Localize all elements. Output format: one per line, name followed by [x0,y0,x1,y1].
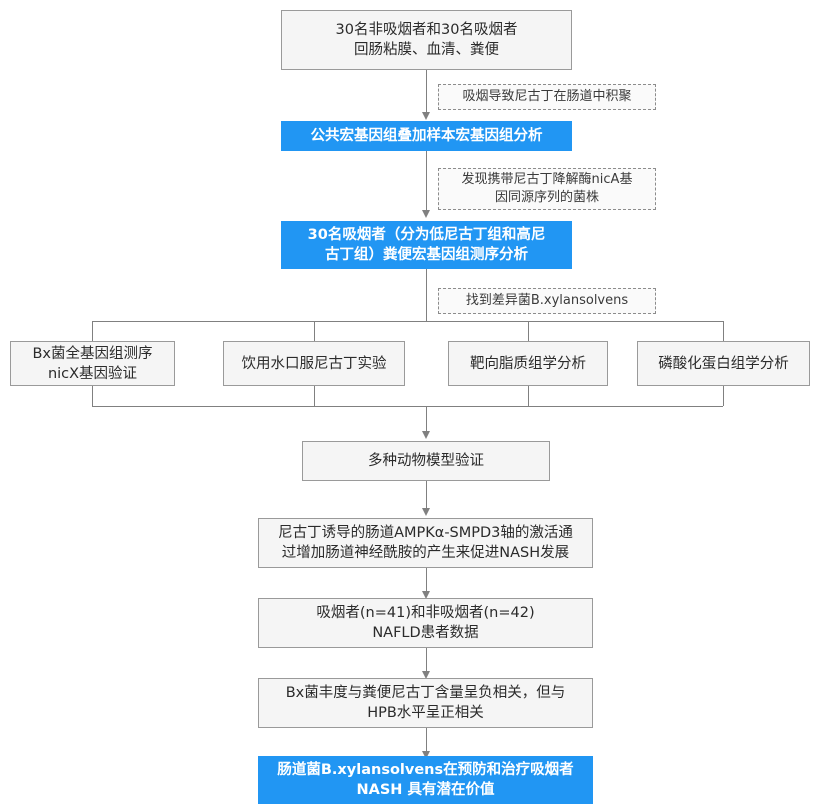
node-public-metagenome: 公共宏基因组叠加样本宏基因组分析 [281,121,572,151]
branch-drop-4 [723,321,724,341]
node-cohort: 30名非吸烟者和30名吸烟者 回肠粘膜、血清、粪便 [281,10,572,70]
branch-rise-3 [528,386,529,406]
branch-drop-1 [92,321,93,341]
node-branch-drinking-water: 饮用水口服尼古丁实验 [223,341,405,386]
node-patient-data: 吸烟者(n=41)和非吸烟者(n=42) NAFLD患者数据 [258,598,593,648]
branch-drop-2 [314,321,315,341]
arrowhead-animal-to-mechanism [422,508,430,516]
note-nicotine-accumulation: 吸烟导致尼古丁在肠道中积聚 [438,84,656,110]
node-branch-genome-seq: Bx菌全基因组测序 nicX基因验证 [10,341,175,386]
branch-rise-2 [314,386,315,406]
branch-bus-bottom [92,406,723,407]
arrowhead-patient-to-correlation [422,671,430,679]
arrowhead-correlation-to-conclusion [422,751,430,759]
connector-smoker-to-branch-bus [426,269,427,321]
node-conclusion: 肠道菌B.xylansolvens在预防和治疗吸烟者 NASH 具有潜在价值 [258,756,593,804]
node-branch-phosphoproteomics: 磷酸化蛋白组学分析 [637,341,810,386]
arrowhead-public-to-smoker-metagenome [422,210,430,218]
connector-mechanism-to-patient-data [426,568,427,592]
arrowhead-mechanism-to-patient-data [422,591,430,599]
connector-patient-to-correlation [426,648,427,672]
branch-bus-top [92,321,723,322]
branch-rise-1 [92,386,93,406]
node-animal-models: 多种动物模型验证 [302,441,550,481]
branch-rise-4 [723,386,724,406]
node-smoker-metagenome: 30名吸烟者（分为低尼古丁组和高尼 古丁组）粪便宏基因组测序分析 [281,221,572,269]
note-nica-homolog: 发现携带尼古丁降解酶nicA基 因同源序列的菌株 [438,168,656,210]
connector-bus-to-animal-models [426,406,427,432]
node-mechanism: 尼古丁诱导的肠道AMPKα-SMPD3轴的激活通 过增加肠道神经酰胺的产生来促进… [258,518,593,568]
connector-animal-to-mechanism [426,481,427,509]
arrowhead-cohort-to-public-metagenome [422,112,430,120]
branch-drop-3 [528,321,529,341]
arrowhead-bus-to-animal-models [422,431,430,439]
node-correlation: Bx菌丰度与粪便尼古丁含量呈负相关，但与 HPB水平呈正相关 [258,678,593,728]
connector-public-to-smoker-metagenome [426,151,427,211]
connector-cohort-to-public-metagenome [426,70,427,113]
connector-correlation-to-conclusion [426,728,427,752]
node-branch-lipidomics: 靶向脂质组学分析 [448,341,608,386]
note-bxylansolvens: 找到差异菌B.xylansolvens [438,288,656,314]
